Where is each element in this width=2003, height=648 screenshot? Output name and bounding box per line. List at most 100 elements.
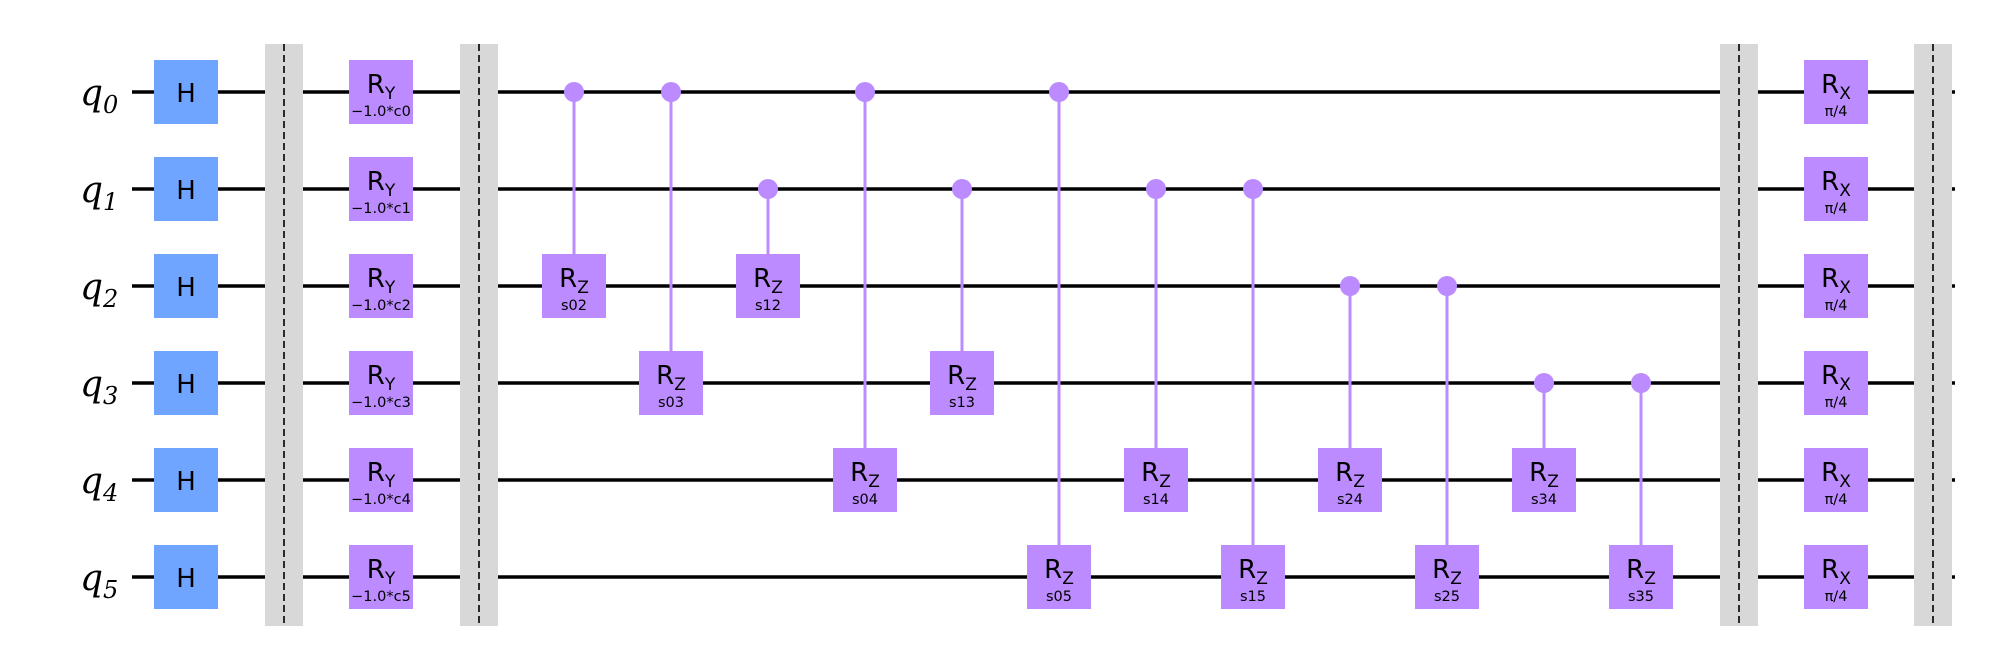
gate-box <box>1804 60 1868 124</box>
gate-label: RZ <box>1335 458 1365 492</box>
h-gate: H <box>154 157 218 221</box>
gate-box <box>154 351 218 415</box>
gate-box <box>1804 545 1868 609</box>
control-dot <box>952 179 972 199</box>
gate-label: RY <box>367 458 396 492</box>
control-dot <box>1631 373 1651 393</box>
barrier <box>265 44 303 626</box>
gate-label: RZ <box>753 264 783 298</box>
rx-gate: RXπ/4 <box>1804 157 1868 221</box>
gate-box <box>542 254 606 318</box>
gate-parameter: s04 <box>852 492 878 508</box>
gate-parameter: π/4 <box>1825 104 1848 120</box>
h-gate: H <box>154 351 218 415</box>
qubit-label-q1: q1 <box>80 170 118 216</box>
gate-box <box>1804 254 1868 318</box>
gate-label: H <box>176 370 196 400</box>
gate-parameter: −1.0*c0 <box>351 104 411 120</box>
gate-label: RX <box>1821 555 1851 589</box>
gate-label: RX <box>1821 264 1851 298</box>
gate-box <box>1804 351 1868 415</box>
control-dot <box>661 82 681 102</box>
rx-gate: RXπ/4 <box>1804 448 1868 512</box>
gate-label: RX <box>1821 458 1851 492</box>
gate-box <box>930 351 994 415</box>
gate-label: H <box>176 273 196 303</box>
control-dot <box>758 179 778 199</box>
gate-box <box>1221 545 1285 609</box>
gate-box <box>154 157 218 221</box>
gate-parameter: s02 <box>561 298 587 314</box>
control-links <box>572 92 1643 577</box>
gate-label: RY <box>367 555 396 589</box>
gate-label: RZ <box>1626 555 1656 589</box>
control-dot <box>564 82 584 102</box>
gate-parameter: π/4 <box>1825 201 1848 217</box>
gate-box <box>154 545 218 609</box>
gate-label: RX <box>1821 70 1851 104</box>
gate-label: H <box>176 564 196 594</box>
gate-parameter: s15 <box>1240 589 1266 605</box>
gate-parameter: −1.0*c5 <box>351 589 411 605</box>
barrier <box>460 44 498 626</box>
ry-gate: RY−1.0*c5 <box>349 545 413 609</box>
qubit-label-q2: q2 <box>80 267 118 313</box>
gate-box <box>349 254 413 318</box>
qubit-label-q4: q4 <box>80 461 118 507</box>
gate-box <box>1804 448 1868 512</box>
ry-gate: RY−1.0*c4 <box>349 448 413 512</box>
gate-parameter: s25 <box>1434 589 1460 605</box>
h-gate: H <box>154 254 218 318</box>
h-gate: H <box>154 60 218 124</box>
control-dot <box>1243 179 1263 199</box>
gate-parameter: −1.0*c3 <box>351 395 411 411</box>
gate-label: RX <box>1821 361 1851 395</box>
h-gate: H <box>154 448 218 512</box>
gate-label: RX <box>1821 167 1851 201</box>
rx-gate: RXπ/4 <box>1804 545 1868 609</box>
gate-parameter: s12 <box>755 298 781 314</box>
ry-gate: RY−1.0*c3 <box>349 351 413 415</box>
gate-box <box>154 60 218 124</box>
gate-parameter: π/4 <box>1825 492 1848 508</box>
gate-parameter: s35 <box>1628 589 1654 605</box>
gate-box <box>1027 545 1091 609</box>
gate-parameter: π/4 <box>1825 589 1848 605</box>
ry-gate: RY−1.0*c0 <box>349 60 413 124</box>
gate-label: RZ <box>1432 555 1462 589</box>
ry-gate: RY−1.0*c2 <box>349 254 413 318</box>
gate-box <box>349 60 413 124</box>
ry-gate: RY−1.0*c1 <box>349 157 413 221</box>
gate-box <box>1804 157 1868 221</box>
gate-label: RZ <box>947 361 977 395</box>
barrier <box>1720 44 1758 626</box>
gate-parameter: −1.0*c2 <box>351 298 411 314</box>
gate-box <box>154 448 218 512</box>
rx-gate: RXπ/4 <box>1804 254 1868 318</box>
gate-label: H <box>176 467 196 497</box>
gate-label: RZ <box>656 361 686 395</box>
control-dot <box>1049 82 1069 102</box>
gate-label: RZ <box>850 458 880 492</box>
gate-box <box>349 448 413 512</box>
gate-parameter: s13 <box>949 395 975 411</box>
gates: HHHHHHRY−1.0*c0RY−1.0*c1RY−1.0*c2RY−1.0*… <box>154 60 1868 609</box>
gate-parameter: s34 <box>1531 492 1557 508</box>
gate-box <box>349 351 413 415</box>
gate-box <box>1609 545 1673 609</box>
rx-gate: RXπ/4 <box>1804 60 1868 124</box>
gate-label: H <box>176 176 196 206</box>
gate-box <box>736 254 800 318</box>
rx-gate: RXπ/4 <box>1804 351 1868 415</box>
gate-parameter: π/4 <box>1825 395 1848 411</box>
barriers <box>265 44 1952 626</box>
